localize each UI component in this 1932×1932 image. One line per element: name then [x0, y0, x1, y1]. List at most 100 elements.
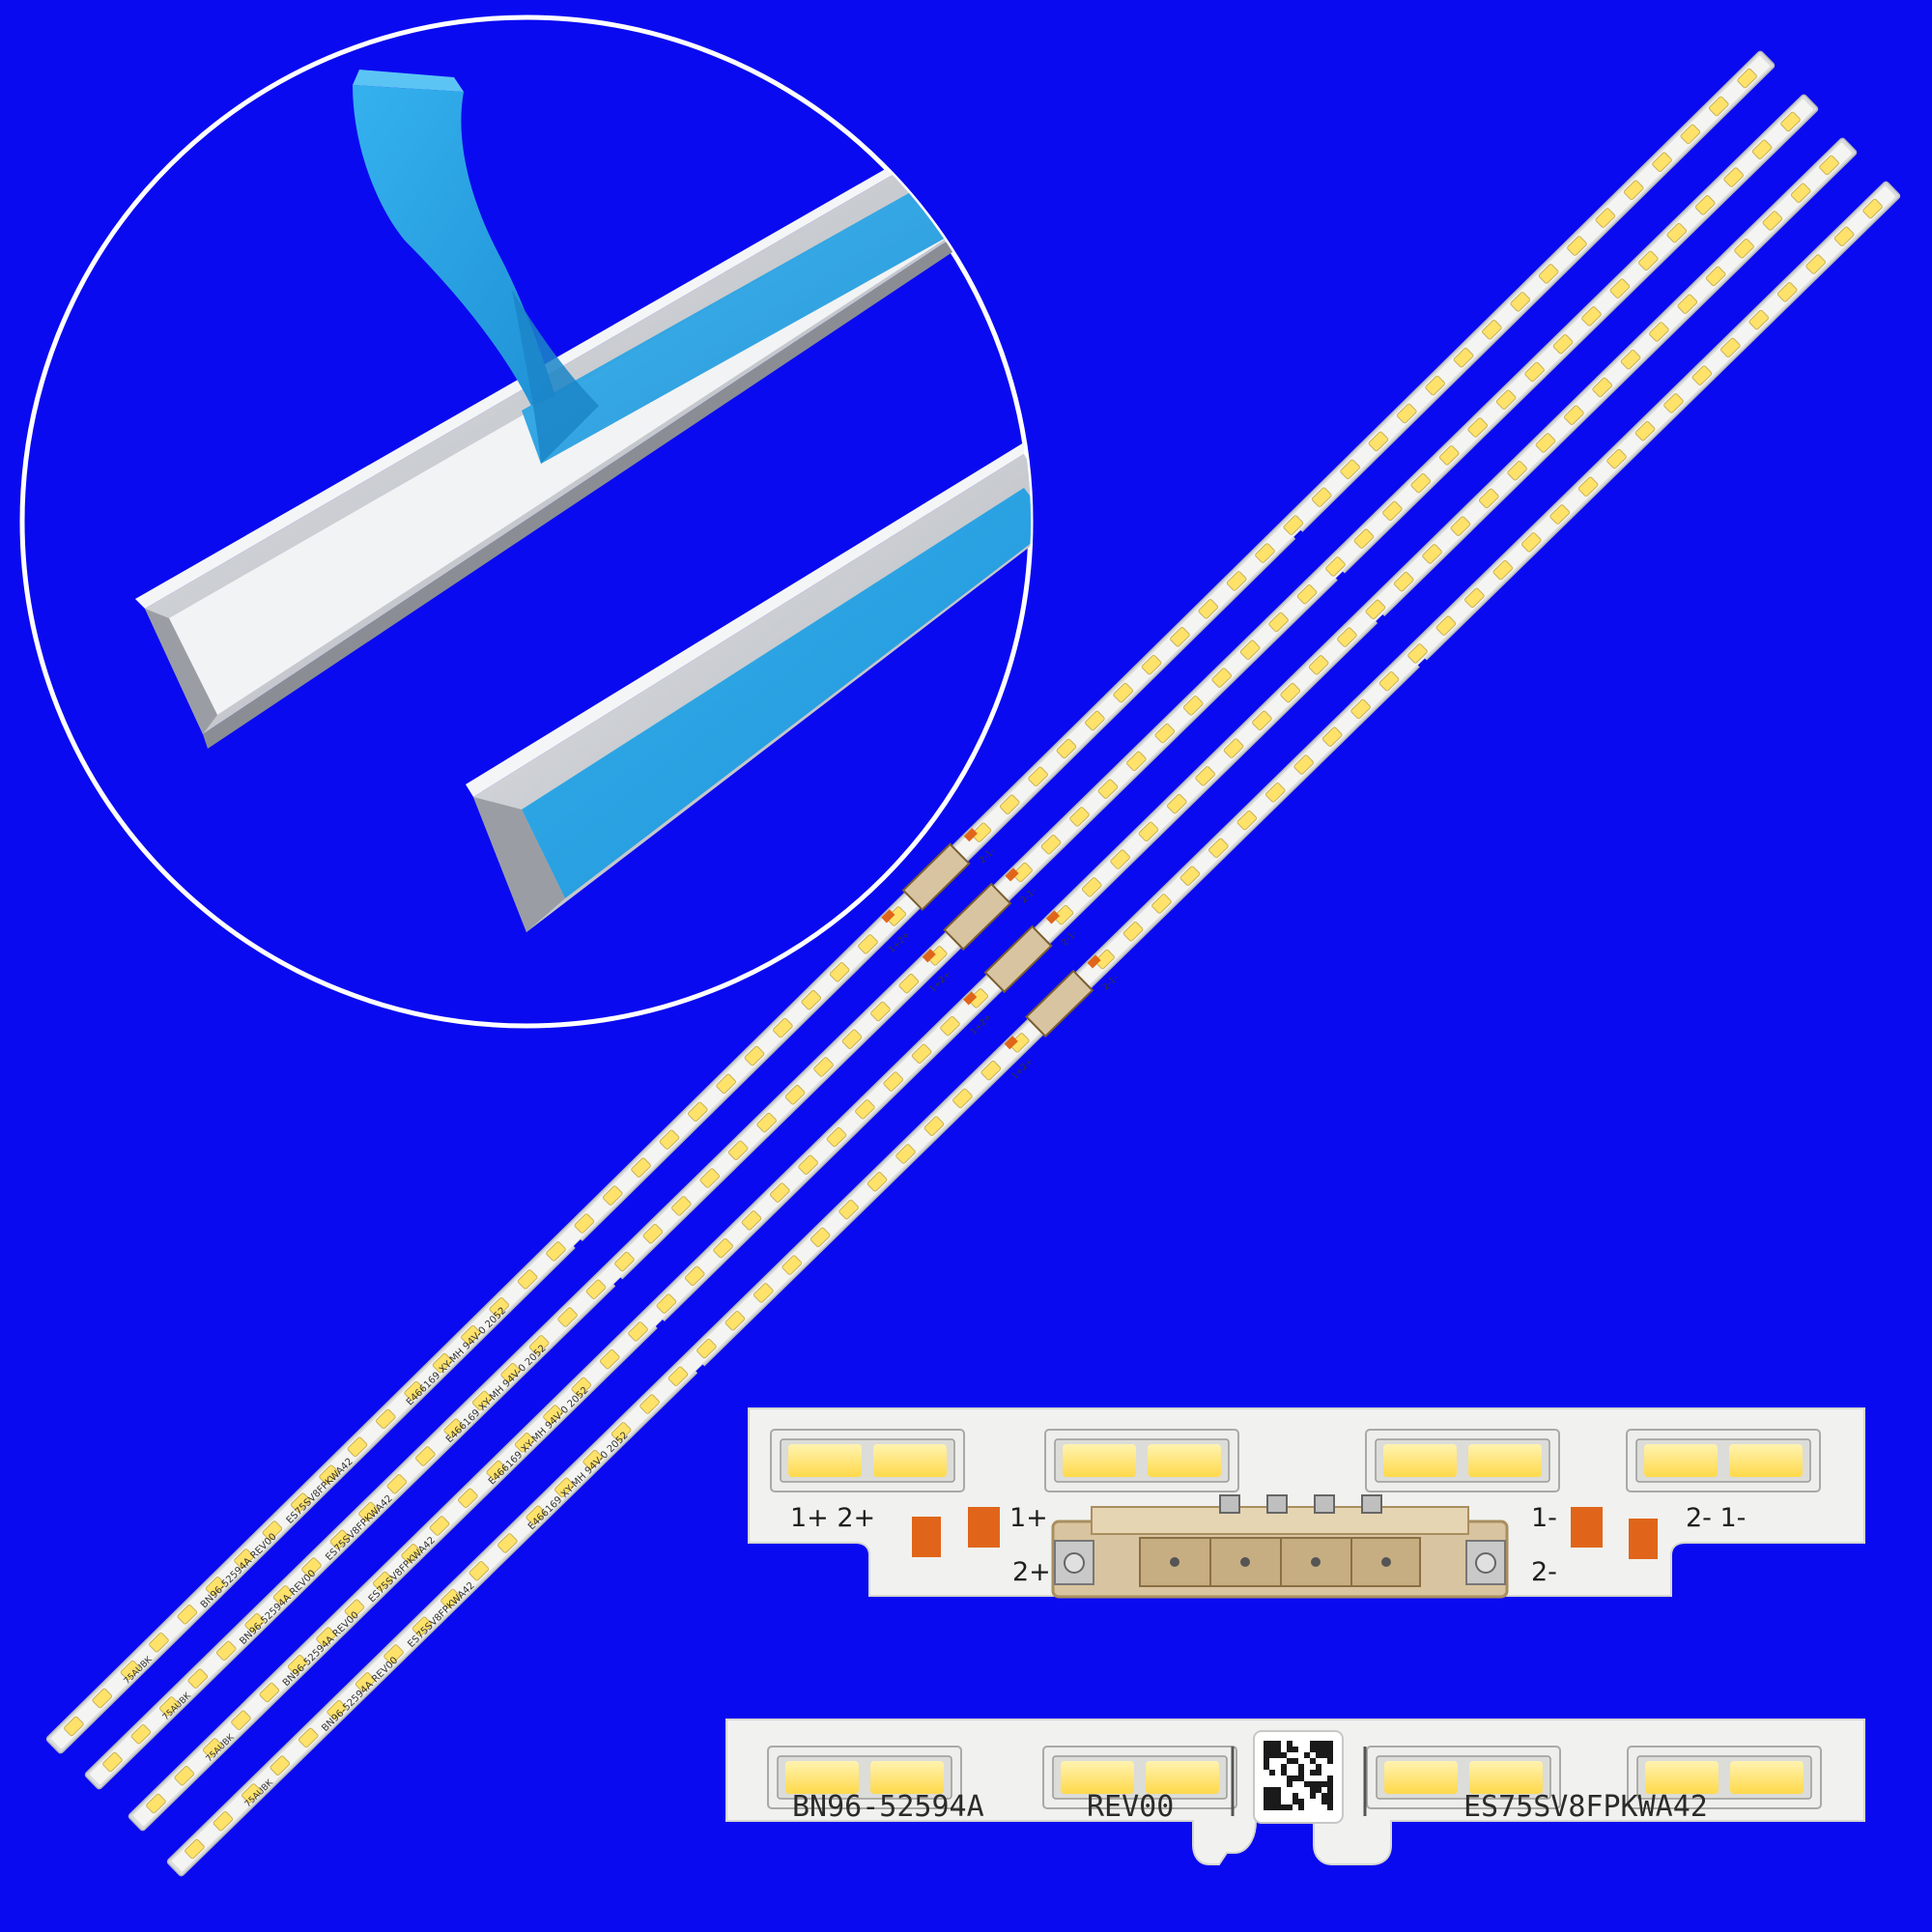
led-chip — [628, 1321, 648, 1342]
led-chip — [1790, 183, 1811, 203]
led-chip — [1094, 949, 1115, 970]
led-chip — [412, 1616, 433, 1637]
led-chip — [1321, 726, 1343, 748]
strip-model-marking: ES75SV8FPKWA42 — [285, 1457, 355, 1526]
led-chip — [1422, 544, 1442, 564]
led-chip — [187, 1668, 209, 1689]
led-chip — [858, 934, 878, 954]
led-chip — [1138, 821, 1159, 842]
led-chip — [234, 1548, 254, 1569]
led-chip — [1453, 347, 1474, 368]
led-chip — [1280, 682, 1301, 703]
led-chip — [514, 1433, 535, 1453]
led-chip — [1748, 309, 1770, 330]
led-chip — [1141, 654, 1162, 675]
led-chip — [883, 1071, 904, 1092]
led-chip — [244, 1612, 265, 1634]
wire-connector — [1051, 1494, 1509, 1599]
led-chip — [1195, 766, 1215, 786]
led-chip — [923, 1116, 945, 1136]
led-chip — [1510, 292, 1531, 312]
strip-model-marking: ES75SV8FPKWA42 — [367, 1535, 438, 1605]
led-chip — [316, 1627, 336, 1647]
led-chip — [1296, 583, 1318, 605]
copper-pad — [968, 1507, 1000, 1548]
led-chip — [386, 1473, 408, 1494]
led-chip — [1236, 810, 1258, 831]
led-chip — [1040, 835, 1062, 855]
led-chip — [130, 1723, 152, 1745]
led-chip — [443, 1418, 465, 1438]
copper-pad — [1571, 1507, 1603, 1548]
led-chip — [659, 1129, 680, 1151]
led-chip — [376, 1408, 396, 1430]
led-chip — [205, 1577, 226, 1597]
led-chip — [1056, 738, 1077, 759]
led-chip — [272, 1585, 294, 1605]
led-chip — [656, 1293, 677, 1314]
label-closeup-inset: BN96-52594A REV00 ES75SV8FPKWA42 — [725, 1719, 1865, 1865]
led-chip — [1492, 559, 1514, 581]
led-chip — [543, 1405, 563, 1425]
led-chip — [415, 1446, 436, 1466]
strip-part-marking: BN96-52594A REV00 — [238, 1568, 318, 1647]
pin-label: 2+ — [1012, 1557, 1051, 1587]
led-chip — [1308, 655, 1329, 675]
led-chip — [404, 1380, 424, 1402]
led-chip — [1634, 420, 1656, 441]
led-strip: 2-1-1+2+E466169 XY-MH 94V-0 2052ES75SV8F… — [128, 137, 1858, 1832]
led-chip-closeup — [767, 1746, 962, 1809]
led-chip — [1581, 306, 1602, 327]
led-chip — [1694, 195, 1716, 215]
led-chip — [546, 1241, 566, 1262]
led-chip — [1564, 405, 1584, 425]
copper-pad — [912, 1517, 941, 1557]
led-chip — [999, 794, 1020, 815]
led-chip — [1223, 738, 1244, 758]
led-chip — [500, 1362, 521, 1383]
led-chip — [838, 1199, 859, 1220]
led-chip — [270, 1755, 291, 1776]
led-chip — [699, 1168, 721, 1188]
led-chip — [1677, 294, 1698, 314]
strip-pin-label: 2-1- — [1019, 887, 1038, 906]
led-chip — [696, 1338, 717, 1359]
led-chip — [298, 1727, 319, 1748]
led-chip — [517, 1269, 538, 1290]
led-chip — [1467, 417, 1488, 438]
led-chip-closeup — [1366, 1746, 1561, 1809]
model-code-label: ES75SV8FPKWA42 — [1463, 1790, 1708, 1824]
led-chip — [1337, 627, 1357, 647]
led-chip — [174, 1766, 195, 1786]
led-chip — [639, 1394, 660, 1414]
strip-model-marking: ES75SV8FPKWA42 — [324, 1493, 394, 1563]
led-chip — [1751, 139, 1773, 160]
led-chip — [895, 1144, 916, 1164]
led-chip — [458, 1488, 478, 1509]
led-chip — [1720, 337, 1741, 358]
led-chip — [1609, 278, 1631, 298]
led-chip — [1663, 393, 1684, 413]
led-chip — [1482, 320, 1502, 340]
led-chip — [1535, 433, 1556, 453]
led-chip — [1208, 838, 1229, 859]
led-chip — [1252, 710, 1272, 731]
led-chip — [1081, 877, 1102, 897]
led-chip — [149, 1632, 169, 1653]
led-chip — [1705, 266, 1726, 287]
led-chip — [1464, 587, 1485, 609]
led-chip — [1425, 375, 1445, 396]
led-chip — [1226, 571, 1247, 591]
led-chip — [1805, 254, 1826, 274]
led-chip — [770, 1182, 790, 1203]
led-chip — [1606, 448, 1627, 469]
circle-inset — [19, 14, 1034, 1029]
led-chip — [1365, 599, 1386, 620]
led-chip — [554, 1477, 575, 1498]
led-chip — [259, 1682, 280, 1703]
led-chip — [571, 1377, 592, 1398]
led-chip — [980, 1060, 1002, 1081]
led-chip — [574, 1213, 595, 1234]
led-chip — [911, 1043, 932, 1065]
led-chip — [429, 1516, 450, 1536]
